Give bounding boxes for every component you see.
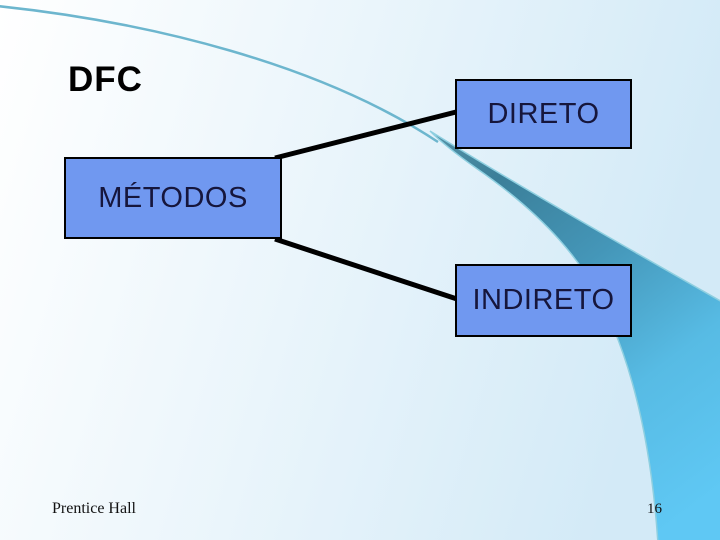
slide-title: DFC [68,60,143,99]
connector-metodos-direto [274,108,461,161]
diagram-box-indireto: INDIRETO [455,264,632,337]
diagram-box-metodos: MÉTODOS [64,157,282,239]
template-swoosh-curve [429,130,720,540]
connector-metodos-indireto [274,236,461,303]
footer-author-text: Prentice Hall [52,500,136,517]
slide-page-number: 16 [647,501,662,517]
template-thin-curve-line [0,5,439,144]
diagram-box-indireto-label: INDIRETO [472,284,615,316]
diagram-box-direto-label: DIRETO [487,97,600,130]
diagram-box-direto: DIRETO [455,79,632,149]
diagram-box-metodos-label: MÉTODOS [98,181,248,214]
